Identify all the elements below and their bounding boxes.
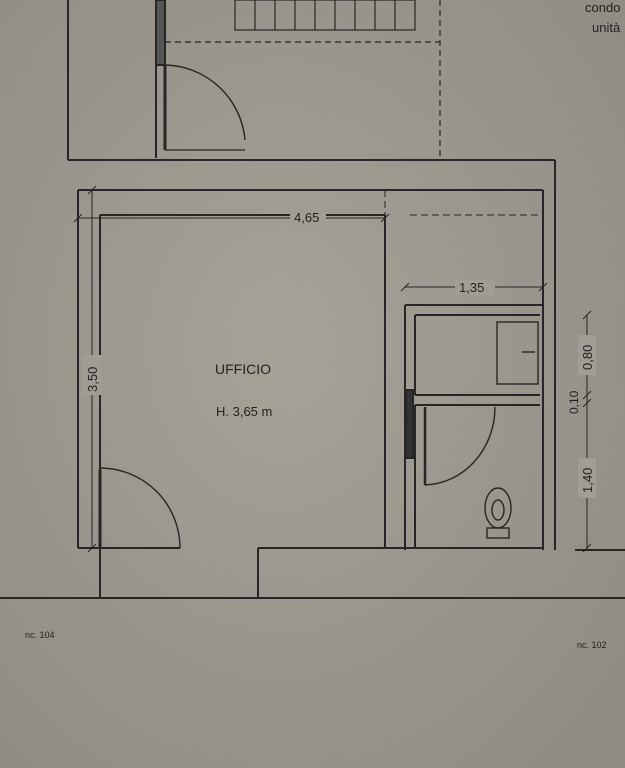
dimension-bath-width: 1,35	[459, 280, 484, 295]
parcel-label-left: nc. 104	[25, 630, 55, 640]
parcel-label-right: nc. 102	[577, 640, 607, 650]
dimension-office-depth: 3,50	[85, 367, 100, 392]
room-height: H. 3,65 m	[216, 404, 272, 419]
upper-rooms	[67, 0, 556, 550]
corner-label-bottom: unità	[592, 20, 621, 35]
dimension-bath-depth: 1,40	[580, 468, 595, 493]
dimension-antibath-depth: 0,80	[580, 345, 595, 370]
bathroom-walls	[404, 304, 543, 550]
toilet	[484, 487, 512, 539]
office-door	[98, 467, 258, 599]
sink	[496, 321, 539, 385]
text-labels: condo unità UFFICIO H. 3,65 m 4,65 1,35 …	[25, 0, 621, 650]
room-name: UFFICIO	[215, 361, 271, 377]
stairs	[234, 0, 416, 31]
bathroom-door	[423, 406, 496, 486]
dimension-wall-gap: 0,10	[567, 390, 581, 414]
dimension-office-width: 4,65	[294, 210, 319, 225]
corner-label-top: condo	[585, 0, 620, 15]
